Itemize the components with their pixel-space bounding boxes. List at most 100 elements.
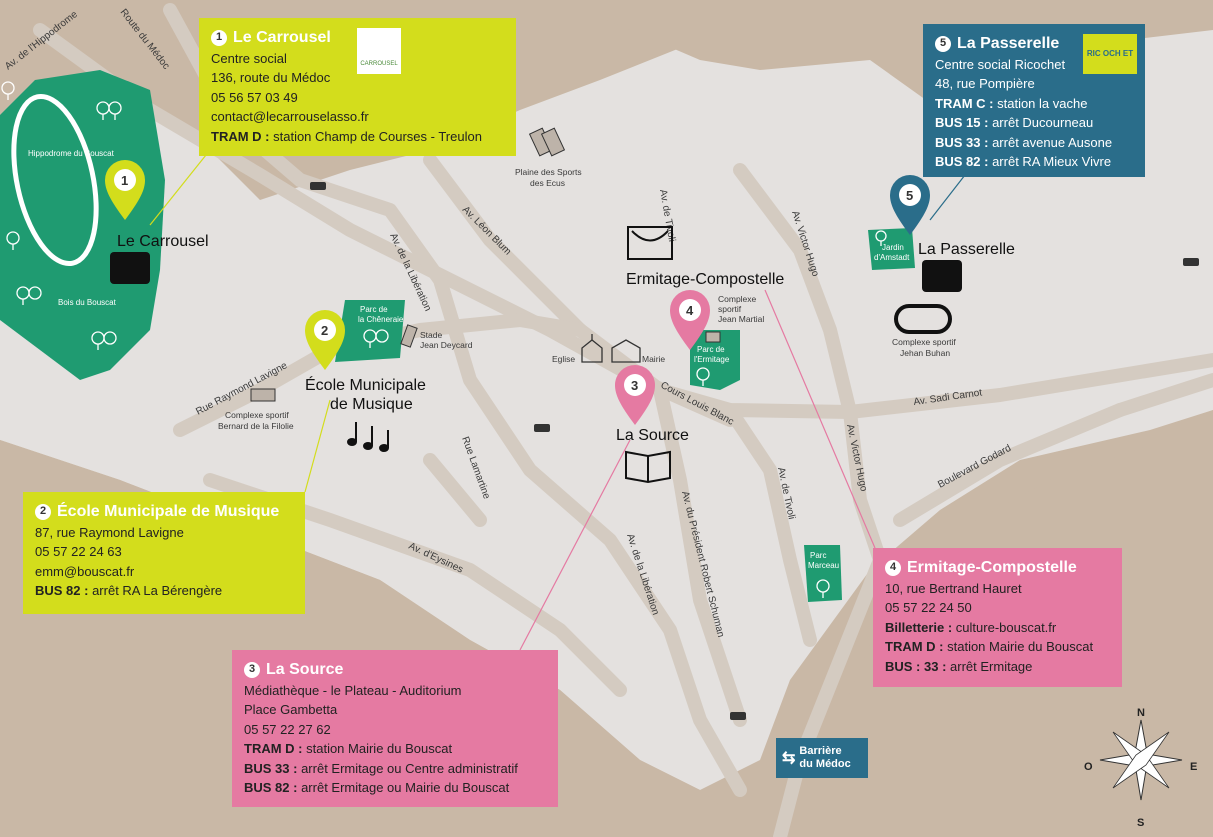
bois-label: Bois du Bouscat bbox=[58, 298, 117, 307]
people-icon-passerelle bbox=[922, 260, 962, 292]
people-icon-carrousel bbox=[110, 252, 150, 284]
box-number-badge: 1 bbox=[211, 29, 227, 46]
box-title: 4 Ermitage-Compostelle bbox=[885, 558, 1110, 578]
info-line: BUS 82 : arrêt RA La Bérengère bbox=[35, 583, 223, 598]
info-line: TRAM D : station Mairie du Bouscat bbox=[885, 639, 1094, 654]
info-line: contact@lecarrouselasso.fr bbox=[211, 109, 369, 124]
info-line: 87, rue Raymond Lavigne bbox=[35, 524, 184, 540]
ricochet-logo: RIC OCH ET bbox=[1083, 34, 1137, 74]
marker-2[interactable]: 2 bbox=[305, 310, 345, 370]
marker-5[interactable]: 5 bbox=[890, 175, 930, 235]
info-box-carrousel: 1 Le Carrousel Centre social 136, route d… bbox=[199, 18, 516, 156]
info-line: Médiathèque - le Plateau - Auditorium bbox=[244, 682, 462, 698]
info-line: BUS 15 : arrêt Ducourneau bbox=[935, 115, 1094, 130]
info-line: 48, rue Pompière bbox=[935, 76, 1035, 91]
info-line: BUS : 33 : arrêt Ermitage bbox=[885, 658, 1033, 674]
info-box-ermitage: 4 Ermitage-Compostelle 10, rue Bertrand H… bbox=[873, 548, 1122, 687]
theatre-icon bbox=[627, 226, 673, 260]
info-line: 05 57 22 27 62 bbox=[244, 721, 331, 737]
info-line: 05 57 22 24 63 bbox=[35, 544, 122, 559]
info-box-emm: 2 École Municipale de Musique 87, rue Ray… bbox=[23, 492, 305, 614]
box-title: 3 La Source bbox=[244, 660, 546, 680]
box-title: 2 École Municipale de Musique bbox=[35, 502, 293, 522]
parc-marceau bbox=[804, 545, 842, 602]
tram-icons bbox=[310, 182, 1199, 720]
marker-1-label: Le Carrousel bbox=[117, 233, 209, 250]
box-title-text: La Source bbox=[266, 661, 344, 678]
info-line: 136, route du Médoc bbox=[211, 70, 331, 85]
carrousel-logo: CARROUSEL bbox=[357, 28, 401, 74]
svg-text:E: E bbox=[1190, 761, 1197, 773]
box-number-badge: 4 bbox=[885, 559, 901, 576]
hippodrome-track bbox=[11, 93, 99, 267]
parc-ermitage bbox=[690, 330, 740, 390]
svg-text:3: 3 bbox=[631, 378, 638, 393]
svg-text:4: 4 bbox=[686, 303, 694, 318]
parc-chenerai bbox=[335, 300, 405, 362]
info-line: BUS 33 : arrêt Ermitage ou Centre admini… bbox=[244, 760, 518, 776]
box-title-text: La Passerelle bbox=[957, 35, 1060, 52]
music-icon bbox=[347, 422, 389, 452]
jardin-amstadt bbox=[868, 228, 915, 270]
info-line: TRAM D : station Champ de Courses - Treu… bbox=[211, 128, 482, 144]
marker-4-label: Ermitage-Compostelle bbox=[626, 271, 784, 288]
box-title: 1 Le Carrousel bbox=[211, 28, 504, 48]
marker-5-label: La Passerelle bbox=[918, 241, 1015, 258]
mairie-label: Mairie bbox=[642, 354, 665, 364]
info-line: 05 57 22 24 50 bbox=[885, 600, 972, 615]
box-title-text: Le Carrousel bbox=[233, 29, 331, 46]
info-line: TRAM C : station la vache bbox=[935, 95, 1088, 111]
marker-3-label: La Source bbox=[616, 427, 689, 444]
box-number-badge: 2 bbox=[35, 503, 51, 520]
info-line: Billetterie : culture-bouscat.fr bbox=[885, 619, 1057, 635]
svg-text:1: 1 bbox=[121, 173, 128, 188]
info-line: emm@bouscat.fr bbox=[35, 563, 135, 579]
info-line: Centre social Ricochet bbox=[935, 56, 1066, 72]
svg-text:S: S bbox=[1137, 817, 1144, 829]
eglise-label: Eglise bbox=[552, 354, 575, 364]
info-box-passerelle: 5 La Passerelle Centre social Ricochet 48… bbox=[923, 24, 1145, 177]
info-line: TRAM D : station Mairie du Bouscat bbox=[244, 741, 453, 756]
info-line: BUS 82 : arrêt Ermitage ou Mairie du Bou… bbox=[244, 780, 510, 795]
connector-lines bbox=[149, 149, 966, 651]
church-icon bbox=[581, 334, 603, 363]
building-icons bbox=[250, 127, 952, 402]
info-line: 10, rue Bertrand Hauret bbox=[885, 580, 1022, 596]
info-box-source: 3 La Source Médiathèque - le Plateau - Au… bbox=[232, 650, 558, 807]
marker-1[interactable]: 1 bbox=[105, 160, 145, 220]
svg-text:2: 2 bbox=[321, 323, 328, 338]
townhall-icon bbox=[611, 339, 641, 363]
book-icon bbox=[625, 450, 671, 484]
svg-text:5: 5 bbox=[906, 188, 913, 203]
bois-du-bouscat bbox=[0, 70, 165, 380]
box-number-badge: 3 bbox=[244, 661, 260, 678]
tree-icons bbox=[1, 81, 887, 598]
box-title-text: École Municipale de Musique bbox=[57, 503, 280, 520]
svg-text:O: O bbox=[1084, 761, 1093, 773]
box-title-text: Ermitage-Compostelle bbox=[907, 559, 1077, 576]
info-line: BUS 82 : arrêt RA Mieux Vivre bbox=[935, 154, 1112, 169]
info-line: BUS 33 : arrêt avenue Ausone bbox=[935, 134, 1113, 150]
hippodrome-label: Hippodrome du Bouscat bbox=[28, 149, 115, 158]
box-title: 5 La Passerelle bbox=[935, 34, 1133, 54]
marker-3[interactable]: 3 bbox=[615, 365, 655, 425]
signpost-icon: ⇆ bbox=[782, 749, 796, 767]
road-label-hippodrome: Av. de l'Hippodrome bbox=[3, 9, 80, 73]
box-number-badge: 5 bbox=[935, 35, 951, 52]
marker-4[interactable]: 4 bbox=[670, 290, 710, 350]
info-line: Centre social bbox=[211, 50, 287, 66]
compass-rose: N S E O bbox=[1084, 707, 1197, 829]
info-line: Place Gambetta bbox=[244, 702, 338, 717]
